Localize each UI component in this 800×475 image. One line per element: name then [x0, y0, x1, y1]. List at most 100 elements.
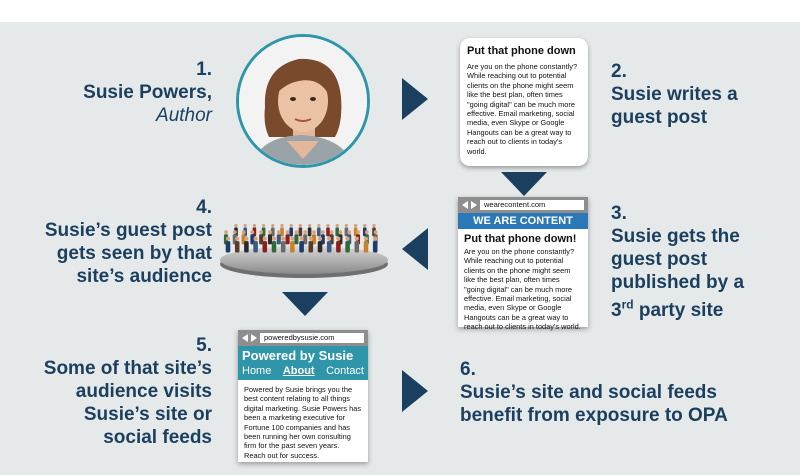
browser-bar: poweredbysusie.com — [238, 330, 368, 346]
url-field: poweredbysusie.com — [260, 333, 364, 343]
crowd-person-head — [338, 230, 343, 234]
step-line: Susie writes a — [611, 84, 738, 105]
crowd-person-head — [271, 236, 277, 241]
draft-post-card: Put that phone down Are you on the phone… — [460, 38, 588, 166]
crowd-person-head — [250, 230, 255, 234]
crowd-person-head — [327, 236, 332, 241]
crowd-person-body — [252, 227, 257, 237]
crowd-person-body — [290, 241, 295, 253]
crowd-person-head — [232, 230, 237, 234]
crowd-person-body — [280, 227, 284, 237]
crowd-person-body — [336, 241, 341, 253]
crowd-person-body — [271, 241, 277, 253]
crowd-person-head — [259, 230, 264, 234]
step-line: Susie’s site or — [83, 404, 212, 425]
crowd-person-head — [320, 230, 325, 234]
step-6-label: 6. Susie’s site and social feeds benefit… — [460, 358, 780, 427]
crowd-person-body — [307, 227, 312, 237]
step-4-label: 4. Susie’s guest post gets seen by that … — [18, 196, 212, 288]
crowd-person-body — [308, 241, 314, 253]
susie-site-card: poweredbysusie.com Powered by Susie Home… — [238, 330, 368, 462]
crowd-person-head — [363, 223, 367, 228]
step-number: 5. — [196, 335, 212, 356]
step-line: 3rd party site — [611, 298, 724, 322]
crowd-person-head — [271, 223, 275, 228]
browser-bar: wearecontent.com — [458, 197, 588, 213]
crowd-person-body — [267, 234, 273, 245]
step-line: site’s audience — [76, 266, 212, 287]
crowd-person-body — [363, 241, 369, 253]
arrow-down-icon — [501, 172, 547, 196]
published-post-body: Are you on the phone constantly? While r… — [464, 247, 581, 332]
crowd-person-head — [347, 230, 352, 234]
crowd-person-head — [268, 230, 272, 234]
step-line: Susie’s site and social feeds — [460, 382, 717, 403]
crowd-person-head — [290, 236, 295, 241]
crowd-person-head — [235, 236, 240, 241]
crowd-person-head — [243, 223, 247, 228]
crowd-person-body — [317, 227, 321, 237]
crowd-person-head — [356, 230, 360, 234]
crowd-person-head — [225, 236, 231, 241]
step-1-label: 1. Susie Powers, Author — [60, 58, 212, 127]
crowd-person-head — [317, 236, 323, 241]
step-number: 4. — [196, 197, 212, 218]
crowd-person-body — [345, 241, 350, 253]
draft-post-body: Are you on the phone constantly? While r… — [467, 62, 578, 156]
back-icon — [462, 201, 468, 209]
crowd-person-head — [224, 230, 228, 234]
site-header: Powered by Susie Home About Contact — [238, 346, 368, 380]
step-2-label: 2. Susie writes a guest post — [611, 60, 781, 129]
step-number: 6. — [460, 359, 476, 380]
step-number: 1. — [196, 59, 212, 80]
crowd-person-body — [262, 241, 268, 253]
site-nav: Home About Contact — [242, 364, 364, 378]
crowd-person-head — [294, 230, 299, 234]
crowd-person-head — [241, 230, 246, 234]
step-line: guest post — [611, 107, 708, 128]
step-number: 2. — [611, 61, 627, 82]
step-line: Susie Powers, — [83, 82, 212, 103]
site-banner: WE ARE CONTENT — [458, 213, 588, 229]
crowd-person-head — [329, 230, 334, 234]
step-3-label: 3. Susie gets the guest post published b… — [611, 202, 786, 322]
arrow-right-icon — [402, 370, 428, 412]
crowd-person-body — [298, 227, 303, 237]
crowd-person-head — [344, 223, 349, 228]
crowd-person-head — [244, 236, 249, 241]
crowd-person-head — [253, 236, 258, 241]
crowd-person-body — [280, 241, 286, 253]
crowd-person-head — [252, 223, 257, 228]
author-portrait — [236, 34, 370, 168]
crowd-person-body — [276, 234, 281, 245]
crowd-person-head — [363, 236, 369, 241]
crowd-person-head — [312, 230, 316, 234]
crowd-person-body — [326, 241, 332, 253]
step-number: 3. — [611, 203, 627, 224]
crowd-person-head — [276, 230, 281, 234]
crowd-person-head — [289, 223, 293, 228]
crowd-person-head — [373, 236, 378, 241]
published-post-card: wearecontent.com WE ARE CONTENT Put that… — [458, 197, 588, 331]
diagram-background — [0, 22, 800, 475]
crowd-person-head — [303, 230, 308, 234]
crowd-person-head — [262, 236, 267, 241]
crowd-person-head — [280, 223, 284, 228]
step-line: audience visits — [75, 381, 212, 402]
crowd-person-body — [261, 227, 266, 237]
arrow-right-icon — [402, 78, 428, 120]
crowd-person-body — [326, 227, 330, 237]
nav-home: Home — [242, 365, 272, 377]
crowd-icon — [220, 223, 388, 278]
draft-post-title: Put that phone down — [467, 45, 576, 57]
crowd-person-body — [353, 227, 358, 237]
step-line: gets seen by that — [56, 243, 212, 264]
forward-icon — [251, 334, 257, 342]
crowd-person-head — [285, 230, 290, 234]
crowd-person-head — [326, 223, 330, 228]
portrait-image — [239, 37, 367, 165]
crowd-person-body — [372, 241, 378, 253]
crowd-person-body — [363, 227, 367, 237]
crowd-person-body — [299, 241, 304, 253]
step-line: Susie gets the — [611, 226, 740, 247]
